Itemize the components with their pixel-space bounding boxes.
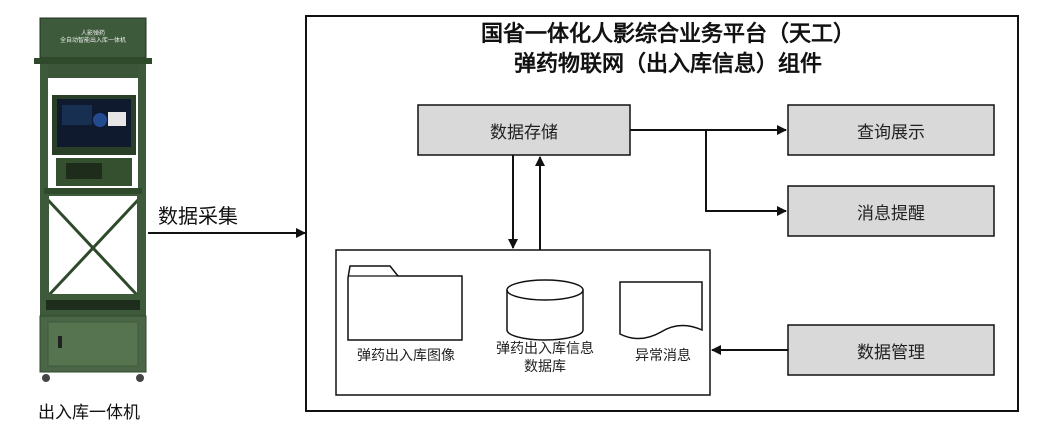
platform-title: 国省一体化人影综合业务平台（天工） 弹药物联网（出入库信息）组件 <box>320 20 1016 80</box>
data-collection-label: 数据采集 <box>158 204 238 228</box>
image-label: 弹药出入库图像 <box>357 348 455 364</box>
management-box <box>787 324 995 376</box>
platform-title-line1: 国省一体化人影综合业务平台（天工） <box>480 22 855 47</box>
database-label: 弹药出入库信息 数据库 <box>478 340 612 376</box>
alert-label: 消息提醒 <box>857 203 925 224</box>
machine-sign-line2: 全自动智能出入库一体机 <box>59 37 126 44</box>
machine-sign-line1: 人影弹药 <box>80 30 105 37</box>
machine-caption: 出入库一体机 <box>38 403 140 423</box>
arrow-storage-alert <box>705 130 787 216</box>
database-label-line2: 数据库 <box>524 359 566 375</box>
platform-title-line2: 弹药物联网（出入库信息）组件 <box>513 52 822 77</box>
database-label-line1: 弹药出入库信息 <box>496 341 594 357</box>
query-label: 查询展示 <box>857 122 925 143</box>
folder-icon <box>347 265 463 341</box>
exception-label: 异常消息 <box>635 348 691 364</box>
alert-box <box>787 185 995 237</box>
query-box <box>787 104 995 156</box>
kiosk-machine-illustration <box>34 17 152 382</box>
management-label: 数据管理 <box>857 342 925 363</box>
document-icon <box>619 281 703 340</box>
storage-label: 数据存储 <box>490 122 558 143</box>
database-cylinder-icon <box>506 279 584 341</box>
